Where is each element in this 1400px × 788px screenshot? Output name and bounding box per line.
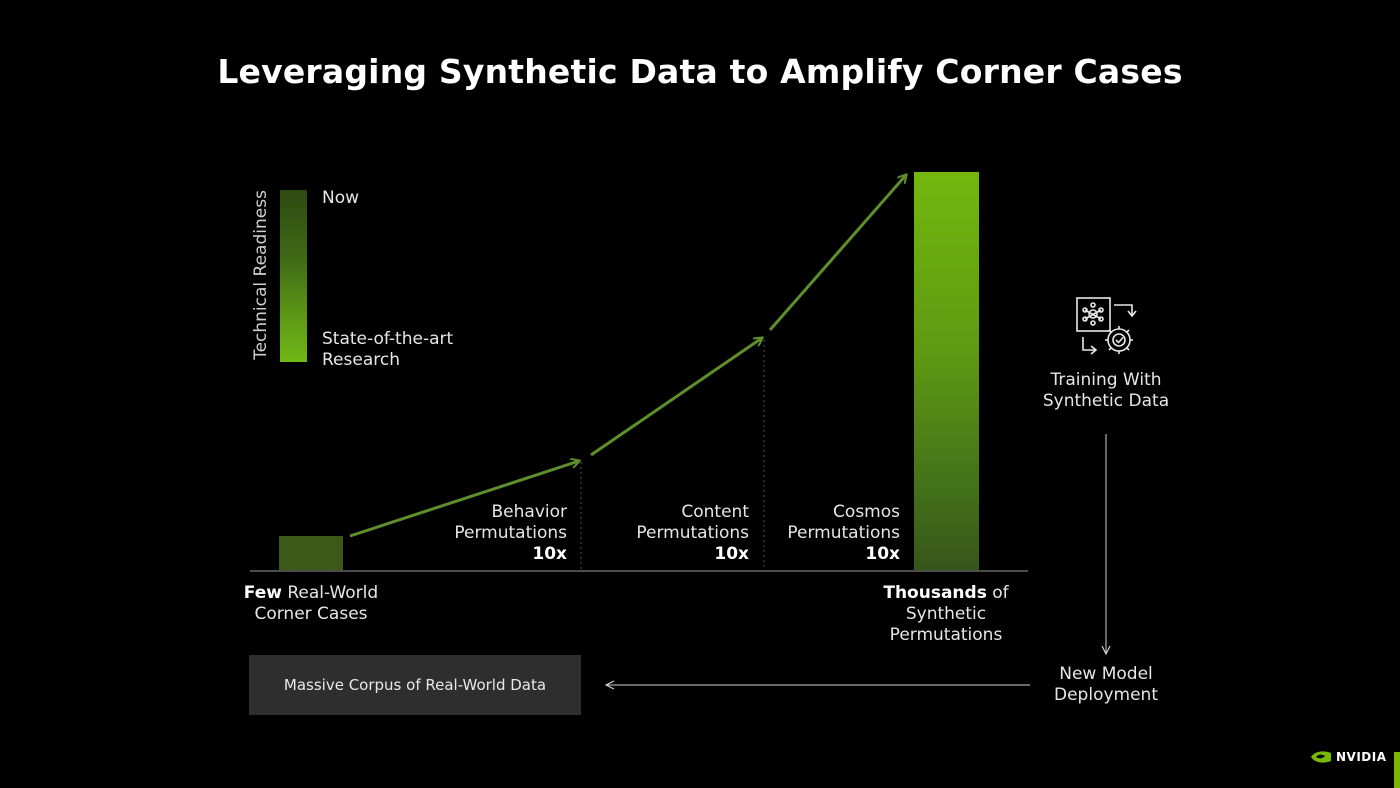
brand-accent-bar xyxy=(1394,752,1400,788)
page-title: Leveraging Synthetic Data to Amplify Cor… xyxy=(217,52,1183,91)
real-world-cases-bar xyxy=(279,536,343,570)
synthetic-permutations-bar xyxy=(914,172,979,570)
legend-now-label: Now xyxy=(322,188,360,208)
few-real-world-label: Few Real-World Corner Cases xyxy=(243,583,379,624)
deployment-label: New Model Deployment xyxy=(1054,664,1158,705)
readiness-gradient-bar xyxy=(280,190,307,362)
stage-content-label: Content Permutations 10x xyxy=(636,502,749,564)
training-label: Training With Synthetic Data xyxy=(1042,370,1170,411)
growth-arrow-2 xyxy=(590,338,762,457)
real-world-corpus-box: Massive Corpus of Real-World Data xyxy=(249,655,581,715)
growth-arrow-1 xyxy=(349,461,579,538)
training-gear-icon xyxy=(1076,297,1137,355)
thousands-synthetic-label: Thousands of Synthetic Permutations xyxy=(883,583,1009,645)
stage-cosmos-label: Cosmos Permutations 10x xyxy=(787,502,900,564)
growth-arrow-3 xyxy=(768,175,906,331)
nvidia-logo: NVIDIA xyxy=(1310,750,1387,764)
nvidia-eye-icon xyxy=(1311,751,1331,763)
stage-behavior-label: Behavior Permutations 10x xyxy=(454,502,567,564)
legend-research-label: State-of-the-art Research xyxy=(322,329,454,370)
